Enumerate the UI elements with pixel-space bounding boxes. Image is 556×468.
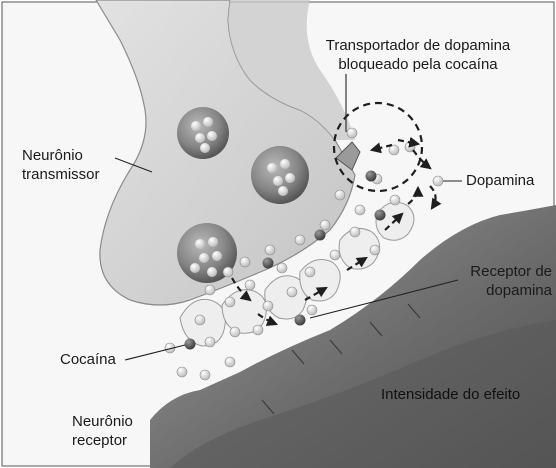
effect-label: Intensidade do efeito bbox=[381, 385, 520, 404]
receiver-neuron-label: Neurônio receptor bbox=[72, 412, 133, 450]
transporter-label-line2: bloqueado pela cocaína bbox=[300, 55, 536, 74]
transmitter-label-line2: transmissor bbox=[22, 165, 100, 184]
receiver-label-line1: Neurônio bbox=[72, 412, 133, 431]
vesicle-1 bbox=[177, 107, 229, 159]
transporter-label-line1: Transportador de dopamina bbox=[300, 36, 536, 55]
transporter-label: Transportador de dopamina bloqueado pela… bbox=[300, 36, 536, 74]
receptor-label-line2: dopamina bbox=[448, 281, 552, 300]
receiver-label-line2: receptor bbox=[72, 431, 133, 450]
transmitter-neuron-label: Neurônio transmissor bbox=[22, 146, 100, 184]
transmitter-label-line1: Neurônio bbox=[22, 146, 100, 165]
vesicle-2 bbox=[251, 146, 309, 204]
cocaine-label: Cocaína bbox=[60, 350, 116, 369]
receptor-label-line1: Receptor de bbox=[448, 262, 552, 281]
receptor-label: Receptor de dopamina bbox=[448, 262, 552, 300]
dopamine-label: Dopamina bbox=[466, 171, 534, 190]
